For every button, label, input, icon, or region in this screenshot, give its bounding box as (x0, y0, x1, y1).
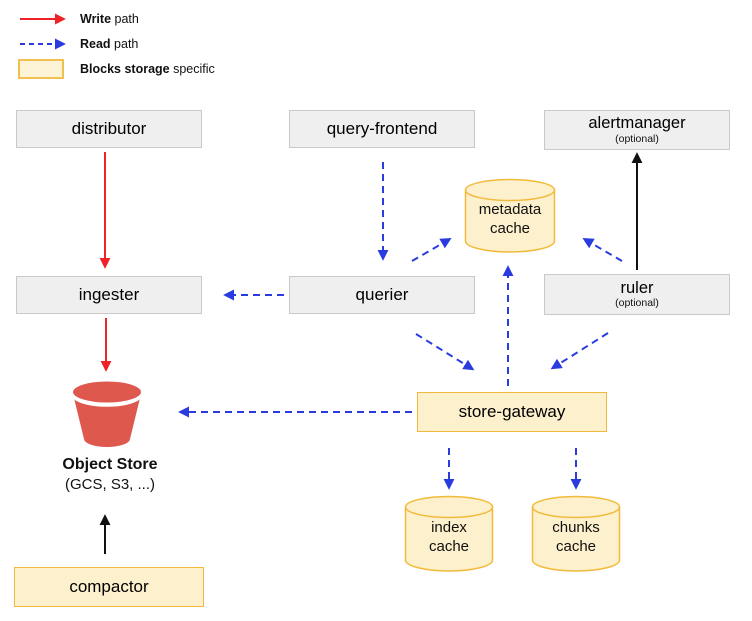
blocks-storage-swatch-icon (18, 58, 80, 79)
node-label: querier (355, 285, 409, 305)
node-label: chunks cache (552, 519, 600, 555)
node-querier: querier (289, 276, 475, 314)
object-store-title: Object Store (62, 456, 158, 473)
node-label: metadata cache (478, 201, 542, 237)
node-label: store-gateway (458, 402, 566, 422)
node-metadata-cache: metadata cache (464, 178, 556, 254)
cylinder-icon (464, 178, 556, 253)
legend-item-write-path: Write path (18, 6, 215, 31)
node-label: ingester (78, 285, 140, 305)
node-ingester: ingester (16, 276, 202, 314)
legend-item-read-path: Read path (18, 31, 215, 56)
node-compactor: compactor (14, 567, 204, 607)
legend: Write path Read path Blocks storage spec… (18, 6, 215, 81)
cylinder-icon (531, 495, 621, 572)
node-index-cache: index cache (404, 495, 494, 573)
node-query-frontend: query-frontend (289, 110, 475, 148)
object-store-subtitle: (GCS, S3, ...) (64, 476, 155, 493)
node-label: distributor (71, 119, 147, 139)
node-object-store (69, 377, 145, 458)
edge-ruler-store-gateway (550, 332, 609, 370)
edge-querier-store-gateway (415, 333, 475, 371)
node-label: index cache (428, 519, 470, 555)
legend-item-blocks-storage: Blocks storage specific (18, 56, 215, 81)
cylinder-icon (404, 495, 494, 572)
node-label: compactor (69, 577, 149, 597)
legend-label: Read path (80, 36, 139, 51)
node-chunks-cache: chunks cache (531, 495, 621, 573)
node-label: alertmanager (588, 114, 686, 133)
edge-ruler-metadata-cache (582, 238, 623, 262)
bucket-icon (71, 381, 143, 447)
node-label: ruler (620, 278, 654, 297)
node-label: query-frontend (326, 119, 438, 139)
node-ruler: ruler (optional) (544, 274, 730, 315)
edge-querier-metadata-cache (411, 238, 452, 262)
node-sublabel: (optional) (615, 297, 659, 310)
node-alertmanager: alertmanager (optional) (544, 110, 730, 150)
node-store-gateway: store-gateway (417, 392, 607, 432)
read-path-arrow-icon (18, 38, 80, 50)
legend-label: Write path (80, 11, 139, 26)
object-store-caption: Object Store (GCS, S3, ...) (26, 456, 194, 493)
legend-label: Blocks storage specific (80, 61, 215, 76)
write-path-arrow-icon (18, 13, 80, 25)
node-distributor: distributor (16, 110, 202, 148)
node-sublabel: (optional) (615, 132, 659, 145)
